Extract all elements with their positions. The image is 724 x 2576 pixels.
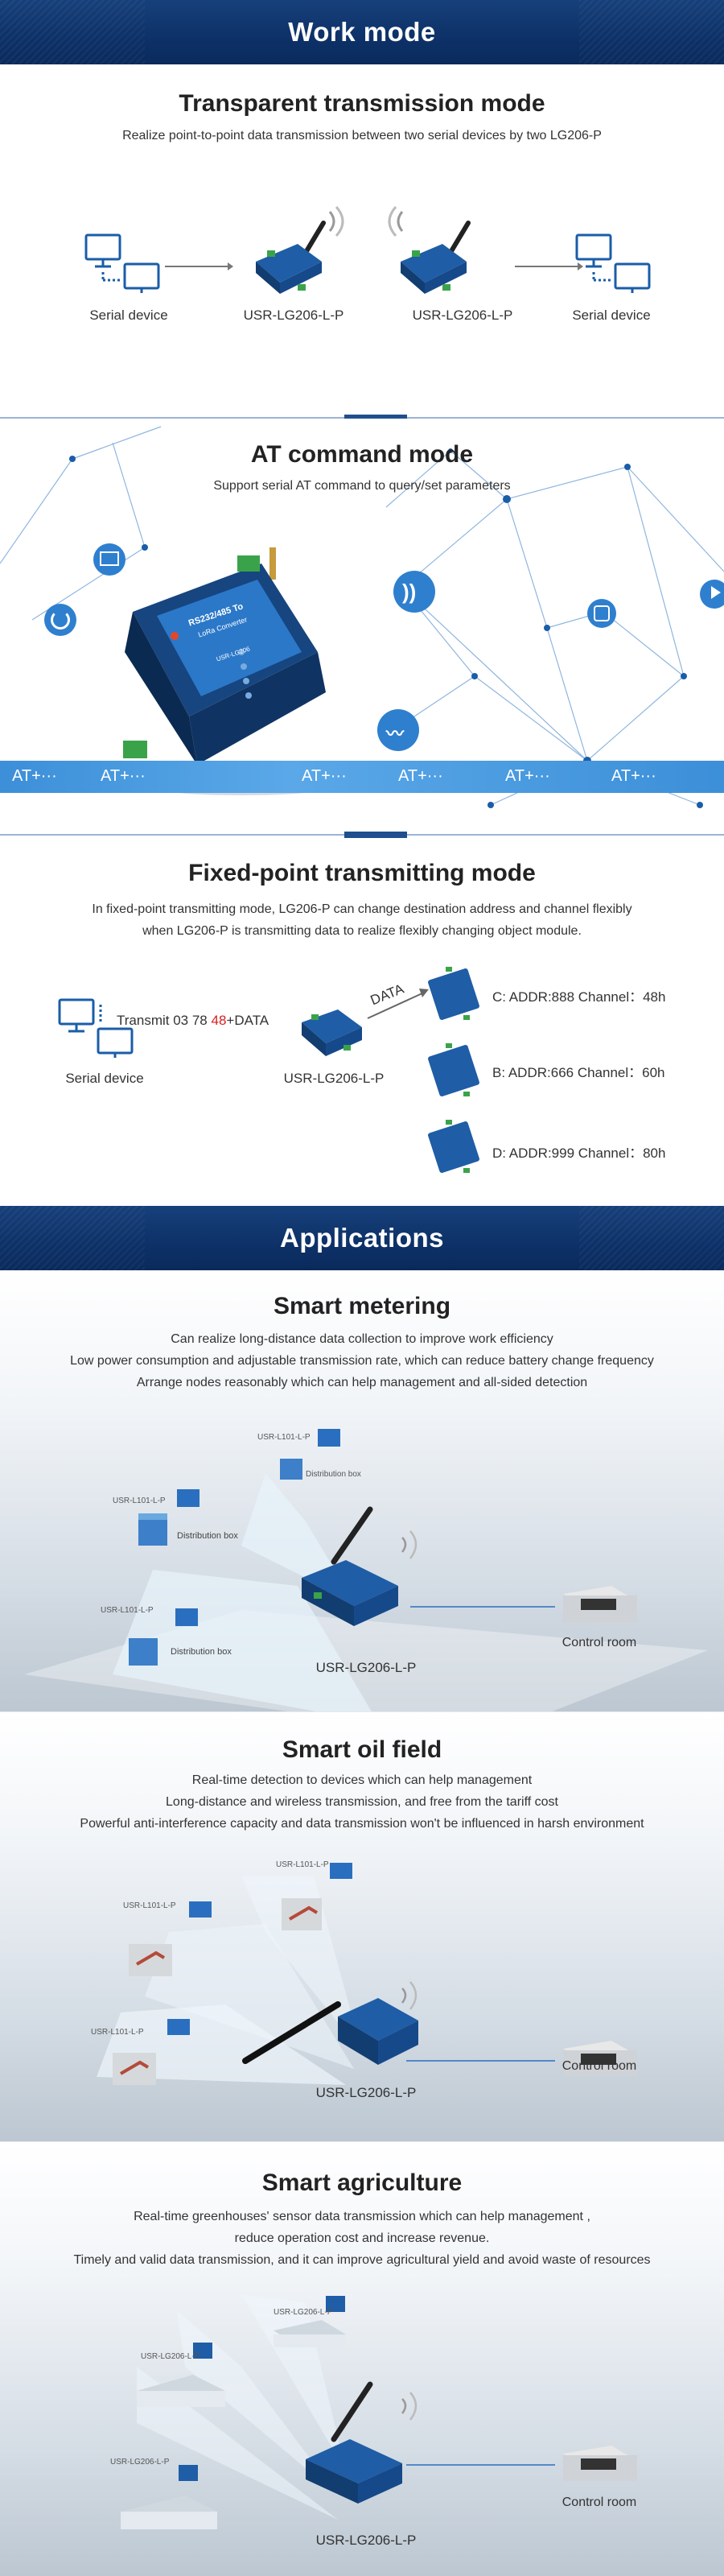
metering-line-3: Arrange nodes reasonably which can help … <box>136 1376 588 1389</box>
serial-device-icon <box>58 998 134 1059</box>
lora-gateway-icon <box>241 205 346 302</box>
distribution-box-label: Distribution box <box>306 1470 361 1479</box>
node-label: USR-LG206-L-P <box>141 2352 200 2361</box>
fixed-point-title: Fixed-point transmitting mode <box>188 860 536 886</box>
wifi-icon: )) <box>402 580 417 604</box>
oil-line-2: Long-distance and wireless transmission,… <box>166 1795 558 1809</box>
lora-gateway-icon <box>386 205 491 302</box>
gateway-label-1: USR-LG206-L-P <box>243 308 344 323</box>
at-bar-text: AT+··· <box>101 767 146 785</box>
target-c-label: C: ADDR:888 Channel：48h <box>492 989 666 1005</box>
gateway-label-2: USR-LG206-L-P <box>412 308 513 323</box>
transmit-suffix: +DATA <box>226 1013 269 1028</box>
metering-line-1: Can realize long-distance data collectio… <box>171 1332 553 1346</box>
section-divider-mark <box>344 832 407 838</box>
serial-device-label-right: Serial device <box>572 308 651 323</box>
agri-gateway-label: USR-LG206-L-P <box>315 2533 417 2548</box>
smart-oil-title: Smart oil field <box>282 1736 442 1763</box>
at-command-title: AT command mode <box>250 441 474 468</box>
lora-node-icon <box>426 1115 491 1179</box>
cycle-icon <box>594 605 610 621</box>
work-mode-band: Work mode <box>0 0 724 64</box>
at-bar-text: AT+··· <box>505 767 550 785</box>
smart-agri-section <box>0 2141 724 2576</box>
smart-agri-title: Smart agriculture <box>261 2169 463 2196</box>
node-label: USR-L101-L-P <box>91 2028 144 2037</box>
applications-title: Applications <box>279 1223 445 1253</box>
work-mode-title: Work mode <box>288 17 436 47</box>
arrow-up-right-icon <box>366 986 430 1022</box>
envelope-icon <box>100 551 119 566</box>
lora-gateway-icon <box>294 998 374 1067</box>
transparent-mode-desc: Realize point-to-point data transmission… <box>122 129 602 142</box>
control-room-label: Control room <box>562 1636 637 1649</box>
oil-control-room-label: Control room <box>562 2059 637 2073</box>
target-b-label: B: ADDR:666 Channel：60h <box>492 1065 665 1080</box>
section-divider-mark <box>344 415 407 421</box>
agri-line-1: Real-time greenhouses' sensor data trans… <box>134 2210 590 2223</box>
at-bar-text: AT+··· <box>12 767 57 785</box>
arrow-right-icon <box>165 262 233 271</box>
smart-metering-section <box>0 1270 724 1711</box>
metering-diagram <box>24 1429 708 1739</box>
target-d-label: D: ADDR:999 Channel：80h <box>492 1146 666 1161</box>
oil-gateway-label: USR-LG206-L-P <box>315 2085 417 2100</box>
serial-device-label-left: Serial device <box>89 308 168 323</box>
agri-line-3: Timely and valid data transmission, and … <box>73 2253 651 2267</box>
transparent-mode-title: Transparent transmission mode <box>179 90 545 117</box>
fixed-point-desc-2: when LG206-P is transmitting data to rea… <box>142 924 582 938</box>
agriculture-diagram <box>121 2294 637 2529</box>
at-bar-text: AT+··· <box>611 767 656 785</box>
serial-device-icon <box>84 233 161 294</box>
metering-line-2: Low power consumption and adjustable tra… <box>70 1354 654 1368</box>
node-label: USR-L101-L-P <box>257 1433 311 1442</box>
at-bar-text: AT+··· <box>302 767 347 785</box>
fixed-gateway-label: USR-LG206-L-P <box>283 1071 385 1086</box>
agri-line-2: reduce operation cost and increase reven… <box>234 2231 490 2245</box>
play-icon <box>711 586 721 599</box>
fixed-point-desc-1: In fixed-point transmitting mode, LG206-… <box>92 902 632 916</box>
refresh-icon <box>51 610 70 630</box>
oil-line-3: Powerful anti-interference capacity and … <box>80 1817 644 1831</box>
transmit-highlight: 48 <box>211 1013 227 1028</box>
arrow-right-icon <box>515 262 583 271</box>
oil-line-1: Real-time detection to devices which can… <box>191 1773 533 1787</box>
lora-node-icon <box>426 962 491 1026</box>
lora-converter-device <box>101 531 358 797</box>
distribution-box-label: Distribution box <box>177 1531 238 1541</box>
applications-band: Applications <box>0 1206 724 1270</box>
at-command-bar: AT+··· AT+··· AT+··· AT+··· AT+··· AT+··… <box>0 761 724 793</box>
metering-gateway-label: USR-LG206-L-P <box>315 1660 417 1675</box>
agri-control-room-label: Control room <box>562 2496 637 2509</box>
transmit-prefix: Transmit 03 78 <box>117 1013 212 1028</box>
lora-node-icon <box>426 1038 491 1103</box>
at-bar-text: AT+··· <box>398 767 443 785</box>
distribution-box-label: Distribution box <box>171 1647 232 1657</box>
transmit-command-text: Transmit 03 78 48+DATA <box>117 1013 269 1029</box>
serial-device-icon <box>575 233 652 294</box>
node-label: USR-L101-L-P <box>113 1496 166 1505</box>
waveform-icon: 〰 <box>386 724 405 744</box>
node-label: USR-L101-L-P <box>276 1860 329 1869</box>
node-label: USR-L101-L-P <box>123 1901 176 1910</box>
fixed-serial-label: Serial device <box>65 1071 144 1086</box>
node-label: USR-LG206-L-P <box>110 2458 170 2467</box>
at-command-desc: Support serial AT command to query/set p… <box>213 479 511 493</box>
node-label: USR-L101-L-P <box>101 1606 154 1615</box>
smart-metering-title: Smart metering <box>273 1293 451 1319</box>
oil-field-diagram <box>97 1863 637 2085</box>
node-label: USR-LG206-L-P <box>274 2308 333 2317</box>
